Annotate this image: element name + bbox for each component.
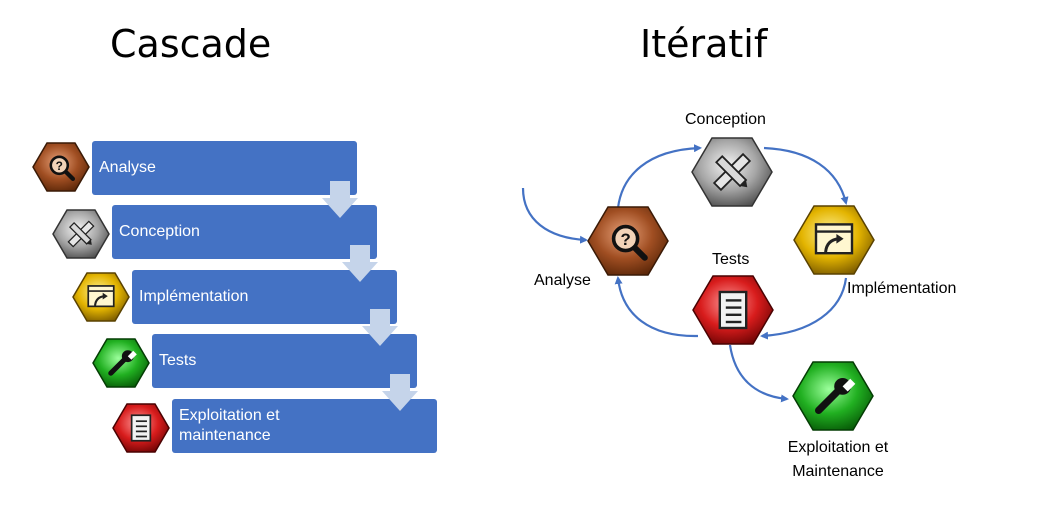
cascade-step-implementation: Implémentation <box>132 270 397 324</box>
clipboard-list-icon <box>692 275 774 345</box>
down-arrow-icon <box>342 245 378 282</box>
pencil-ruler-icon <box>52 208 110 260</box>
cascade-step-label: Exploitation et maintenance <box>179 407 280 444</box>
node-label-implementation: Implémentation <box>847 280 957 297</box>
cascade-title: Cascade <box>110 22 272 66</box>
cascade-step-exploitation: Exploitation et maintenance <box>172 399 437 453</box>
node-label-conception: Conception <box>685 111 766 128</box>
clipboard-list-icon <box>112 402 170 454</box>
wrench-icon <box>92 337 150 389</box>
down-arrow-icon <box>382 374 418 411</box>
connector-implementation-to-tests <box>760 277 848 340</box>
connector-tests-to-analyse <box>614 276 699 338</box>
window-upload-icon <box>72 271 130 323</box>
cascade-step-tests: Tests <box>152 334 417 388</box>
cascade-step-conception: Conception <box>112 205 377 259</box>
connector-entry-to-analyse <box>521 187 588 244</box>
wrench-icon <box>792 361 874 431</box>
connector-conception-to-implementation <box>763 146 849 205</box>
down-arrow-icon <box>362 309 398 346</box>
node-label-exploitation: Exploitation et Maintenance <box>787 439 889 480</box>
connector-analyse-to-conception <box>616 144 702 209</box>
cascade-step-analyse: Analyse <box>92 141 357 195</box>
connector-tests-to-exploitation <box>728 344 789 403</box>
node-label-analyse: Analyse <box>534 272 591 289</box>
cascade-step-label: Implémentation <box>139 288 249 305</box>
pencil-ruler-icon <box>691 137 773 207</box>
window-upload-icon <box>793 205 875 275</box>
iteratif-title: Itératif <box>640 22 768 66</box>
cascade-step-label: Conception <box>119 223 200 240</box>
magnifier-question-icon <box>587 206 669 276</box>
cascade-step-label: Tests <box>159 352 197 369</box>
down-arrow-icon <box>322 181 358 218</box>
cascade-step-label: Analyse <box>99 159 156 176</box>
node-label-tests: Tests <box>712 251 750 268</box>
magnifier-question-icon <box>32 141 90 193</box>
